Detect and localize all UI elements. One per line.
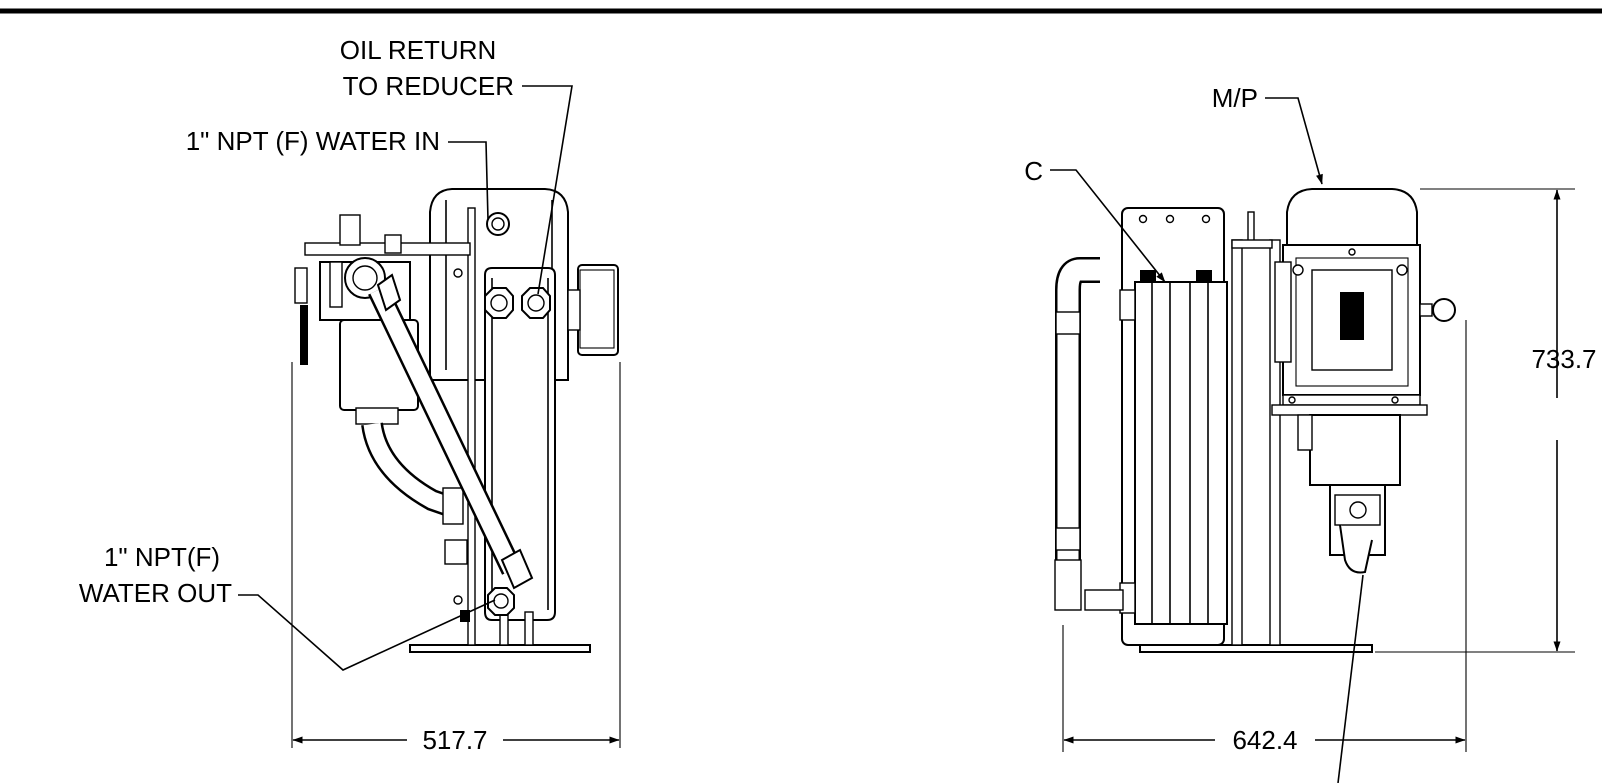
cooler-label: C xyxy=(1024,156,1043,186)
eyebolt xyxy=(1432,298,1456,322)
cooler-assembly xyxy=(1134,281,1228,625)
base-plate-right xyxy=(1139,644,1373,653)
left-width-dimension: 517.7 xyxy=(422,725,487,755)
height-dimension: 733.7 xyxy=(1531,344,1596,374)
water-out-label-line1: 1" NPT(F) xyxy=(104,542,220,572)
pump-adapter xyxy=(1309,414,1401,486)
water-in-label: 1" NPT (F) WATER IN xyxy=(186,126,440,156)
motor-nameplate xyxy=(1340,292,1364,340)
motor-pump-label: M/P xyxy=(1212,83,1258,113)
cooler-leader xyxy=(1050,169,1166,283)
pump-leader xyxy=(1337,574,1364,783)
motor-pump-leader xyxy=(1265,97,1323,185)
junction-box xyxy=(577,264,619,356)
base-plate xyxy=(409,644,591,653)
right-view xyxy=(1054,188,1456,653)
frame-upright xyxy=(467,207,476,646)
motor-cap xyxy=(1286,188,1418,246)
oil-return-leader xyxy=(522,85,573,295)
water-out-label-line2: WATER OUT xyxy=(79,578,232,608)
left-view xyxy=(294,188,619,653)
right-width-dimension: 642.4 xyxy=(1232,725,1297,755)
water-out-leader xyxy=(238,594,496,671)
oil-return-label-line2: TO REDUCER xyxy=(343,71,514,101)
water-in-leader xyxy=(448,141,489,221)
oil-return-label-line1: OIL RETURN xyxy=(340,35,497,65)
